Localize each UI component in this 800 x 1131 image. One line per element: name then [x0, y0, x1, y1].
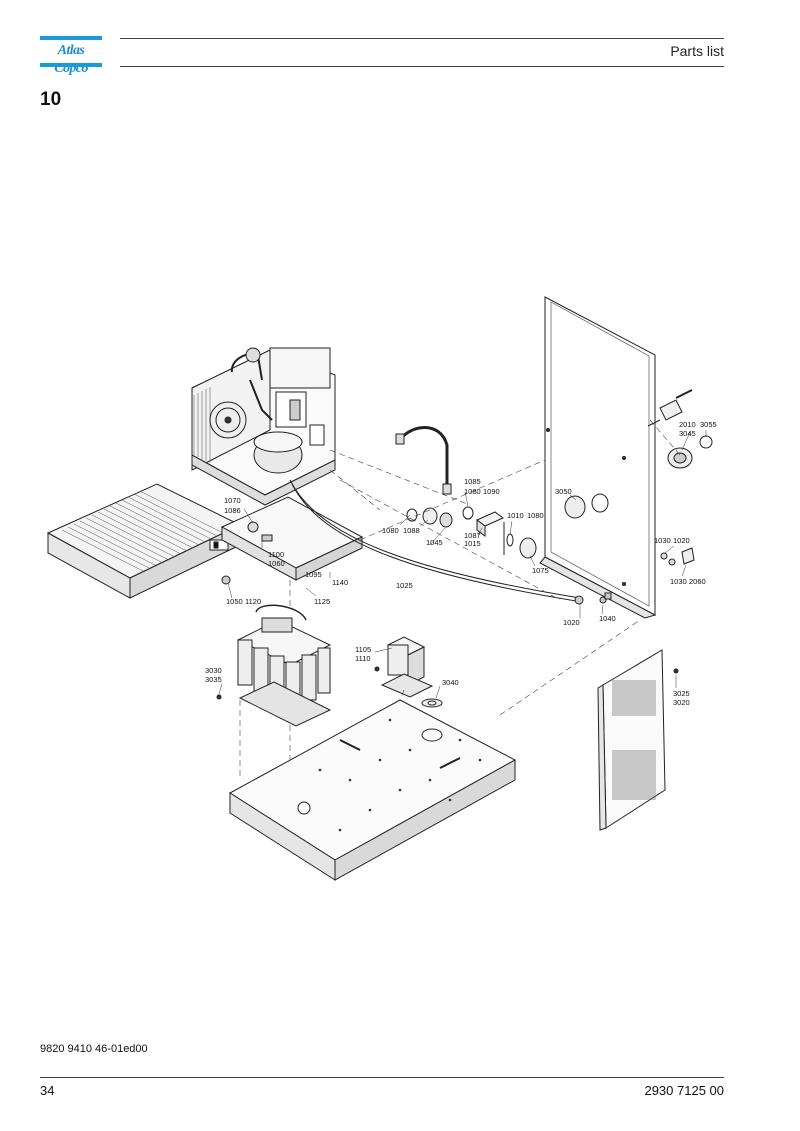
callout-1100: 1100: [268, 550, 284, 559]
refrigeration-unit: [191, 347, 336, 506]
section-number: 10: [40, 89, 62, 110]
pipe-assembly: [289, 426, 607, 605]
callout-3040: 3040: [442, 678, 459, 687]
leader-lines: [218, 430, 707, 699]
callout-1030-top: 1030: [654, 536, 671, 545]
callout-1120: 1120: [245, 597, 261, 606]
condenser: [46, 483, 242, 599]
callout-1087: 1087: [464, 531, 481, 540]
callout-3050: 3050: [555, 487, 572, 496]
callout-3020: 3020: [673, 698, 690, 707]
right-fittings: [660, 547, 695, 566]
callout-1080-right: 1080: [527, 511, 544, 520]
callout-1025: 1025: [396, 581, 413, 590]
callout-1050: 1050: [226, 597, 243, 606]
callout-2010: 2010: [679, 420, 696, 429]
callout-3055: 3055: [700, 420, 717, 429]
callout-1140: 1140: [332, 578, 348, 587]
base-frame: [229, 699, 517, 881]
atlas-copco-logo: Atlas Copco: [40, 36, 102, 76]
callout-1010: 1010: [507, 511, 524, 520]
callout-1080-top: 1080: [464, 487, 481, 496]
header-top-rule: [120, 38, 724, 39]
header-bottom-rule: [120, 66, 724, 67]
document-title: Parts list: [670, 43, 724, 59]
unit-base-plate: [220, 496, 364, 585]
callout-1085: 1085: [464, 477, 481, 486]
callout-1060: 1060: [268, 559, 285, 568]
callout-1015: 1015: [464, 539, 481, 548]
callout-1020-bottom: 1020: [563, 618, 580, 627]
control-transformer: [374, 636, 443, 708]
callout-3045: 3045: [679, 429, 696, 438]
footer-rule: [40, 1077, 724, 1078]
callout-1030-bottom: 1030: [670, 577, 687, 586]
callout-1075: 1075: [532, 566, 549, 575]
callout-1125: 1125: [314, 597, 330, 606]
callout-2060: 2060: [689, 577, 706, 586]
side-cover-panel: [597, 649, 679, 831]
callout-1040: 1040: [599, 614, 616, 623]
page-number: 34: [40, 1083, 55, 1098]
callout-1086: 1086: [224, 506, 241, 515]
callout-3030: 3030: [205, 666, 222, 675]
part-number: 2930 7125 00: [644, 1083, 724, 1098]
callout-1105: 1105: [355, 645, 371, 654]
callout-1110: 1110: [355, 654, 371, 663]
assembly-lines: [239, 419, 681, 780]
callout-1080-left: 1080: [382, 526, 399, 535]
capacitor-bank: [216, 604, 332, 727]
callout-1020-right: 1020: [673, 536, 690, 545]
callout-3025: 3025: [673, 689, 690, 698]
logo-top-band: [40, 36, 102, 40]
logo-bottom-band: [40, 63, 102, 67]
callout-1095: 1095: [305, 570, 322, 579]
ball-valve: [647, 389, 713, 469]
front-panel-frame: [539, 296, 657, 619]
callout-labels: 1070 1086 1100 1060 1095 1140 1050 1120 …: [205, 420, 717, 707]
callout-1088: 1088: [403, 526, 420, 535]
callout-1070: 1070: [224, 496, 241, 505]
callout-1045: 1045: [426, 538, 443, 547]
document-reference: 9820 9410 46-01ed00: [40, 1043, 148, 1055]
callout-3035: 3035: [205, 675, 222, 684]
callout-1090: 1090: [483, 487, 500, 496]
